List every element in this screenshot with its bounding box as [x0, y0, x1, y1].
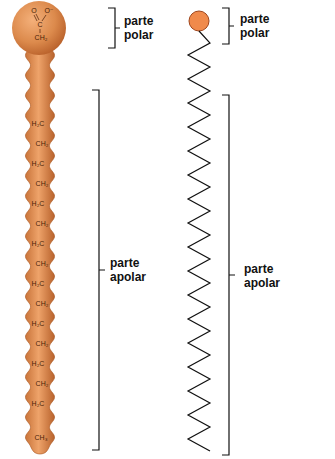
bracket — [92, 90, 105, 450]
part-label: parte polar — [124, 14, 172, 42]
chemical-group: CH₂ — [36, 180, 49, 187]
chemical-group: CH₂ — [36, 260, 49, 267]
bond-lines — [34, 14, 46, 33]
chemical-group: O — [31, 7, 36, 14]
nonpolar-tail — [25, 47, 54, 454]
chemical-group: H₂C — [32, 400, 45, 407]
part-label: parte apolar — [244, 262, 292, 290]
bracket — [108, 8, 120, 48]
zigzag-line — [188, 31, 210, 451]
chemical-group: CH₃ — [35, 434, 48, 441]
polar-head — [12, 1, 66, 55]
part-label: parte apolar — [110, 256, 158, 284]
chemical-group: O⁻ — [44, 7, 53, 14]
chemical-group: CH₂ — [36, 140, 49, 147]
chemical-group: CH₂ — [35, 34, 48, 41]
chemical-group: CH₂ — [36, 380, 49, 387]
chemical-group: CH₂ — [36, 300, 49, 307]
chemical-group: H₂C — [32, 120, 45, 127]
chemical-group: H₂C — [32, 240, 45, 247]
chemical-group: H₂C — [32, 200, 45, 207]
chemical-group: CH₂ — [36, 340, 49, 347]
chemical-group: H₂C — [32, 320, 45, 327]
bracket — [222, 8, 234, 44]
chemical-group: H₂C — [32, 160, 45, 167]
tail-outline — [25, 47, 54, 454]
chemical-group: H₂C — [32, 360, 45, 367]
bracket — [222, 95, 235, 455]
polar-head-symbol — [189, 11, 209, 31]
chemical-group: C — [37, 21, 42, 28]
chemical-group: H₂C — [32, 280, 45, 287]
chemical-group: CH₂ — [36, 220, 49, 227]
zigzag-chain — [188, 31, 210, 451]
part-label: parte polar — [240, 12, 288, 40]
